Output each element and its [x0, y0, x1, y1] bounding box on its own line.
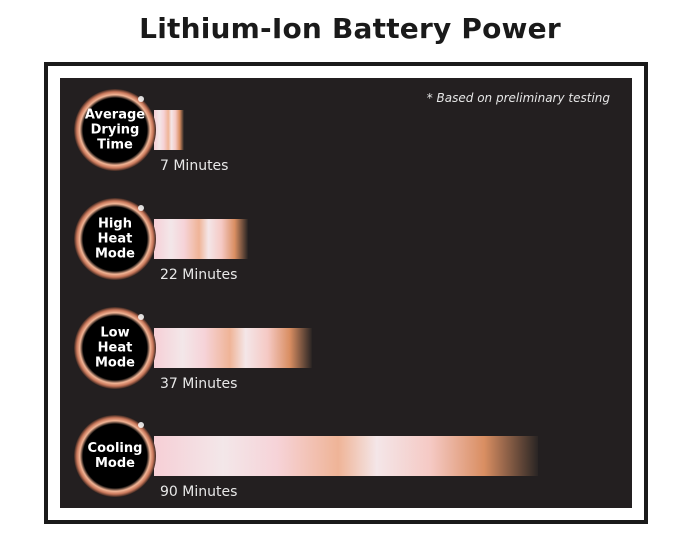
testing-note: * Based on preliminary testing: [426, 91, 610, 105]
value-label: 22 Minutes: [160, 267, 237, 283]
chart-title: Lithium-Ion Battery Power: [139, 12, 561, 45]
badge-sparkle: [138, 314, 144, 320]
category-label: Mode: [95, 456, 135, 471]
value-label: 90 Minutes: [160, 484, 237, 500]
bar: [154, 110, 184, 150]
category-badge: [74, 307, 156, 389]
category-label: Cooling: [88, 441, 143, 456]
badge-sparkle: [138, 96, 144, 102]
bar: [154, 328, 312, 368]
value-label: 7 Minutes: [160, 158, 228, 174]
category-label: Mode: [95, 247, 135, 262]
category-label: High: [98, 217, 132, 232]
value-label: 37 Minutes: [160, 376, 237, 392]
badge-sparkle: [138, 205, 144, 211]
category-label: Drying: [91, 123, 140, 138]
category-badge: [74, 415, 156, 497]
badge-sparkle: [138, 422, 144, 428]
category-label: Mode: [95, 356, 135, 371]
category-label: Heat: [98, 232, 133, 247]
category-label: Average: [85, 108, 145, 123]
category-badge: [74, 89, 156, 171]
category-label: Time: [97, 138, 133, 153]
bar: [154, 436, 538, 476]
bar: [154, 219, 248, 259]
category-label: Heat: [98, 341, 133, 356]
category-label: Low: [100, 326, 129, 341]
category-badge: [74, 198, 156, 280]
